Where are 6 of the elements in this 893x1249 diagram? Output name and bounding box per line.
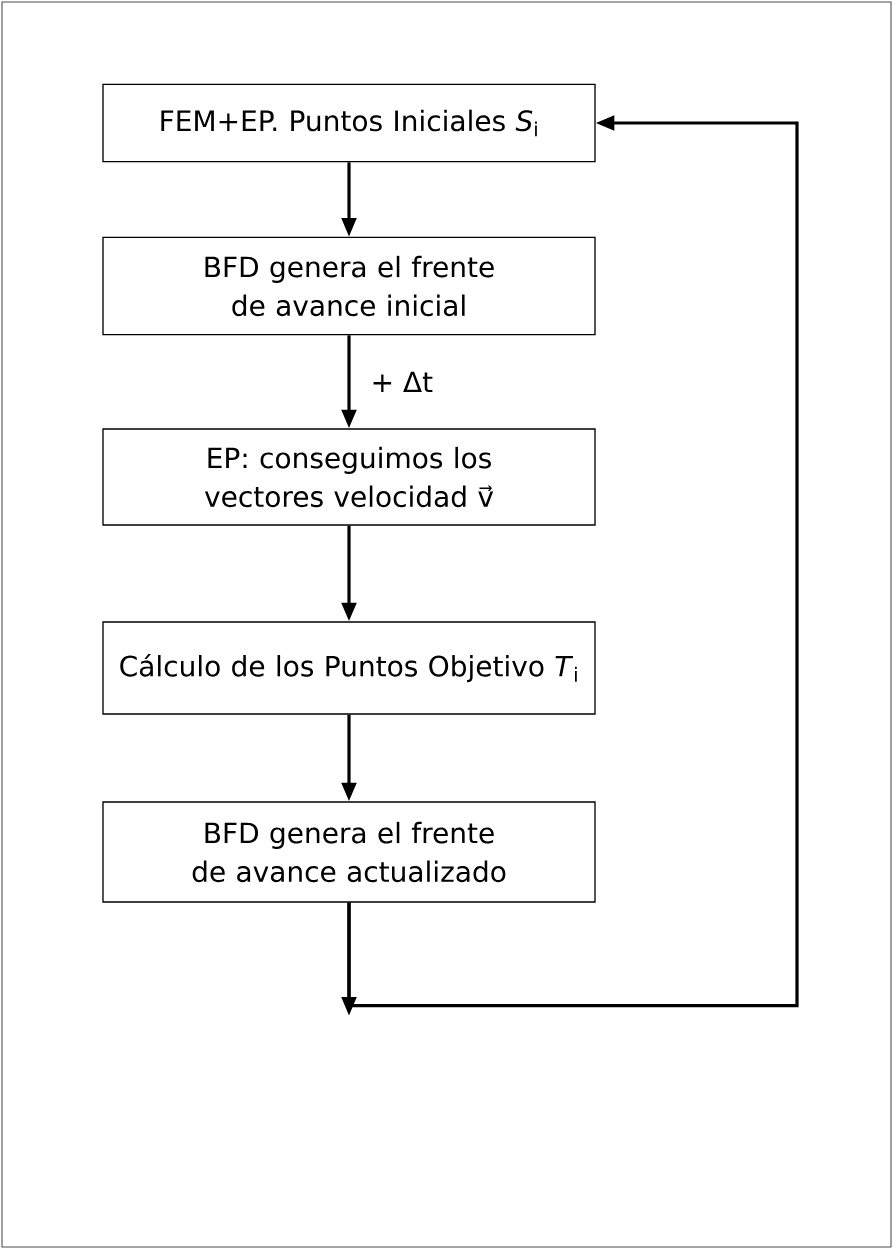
process-box: FEM+EP. Puntos Iniciales S$_{i}$ bbox=[102, 83, 596, 163]
process-box: Cálculo de los Puntos Objetivo T$_{i}$ bbox=[102, 621, 596, 715]
edge-label: + Δt bbox=[373, 371, 433, 393]
process-box: BFD genera el frente de avance actualizado bbox=[102, 801, 596, 903]
process-box: BFD genera el frente de avance inicial bbox=[102, 236, 596, 336]
process-box: EP: conseguimos los vectores velocidad v⃗ bbox=[102, 428, 596, 526]
